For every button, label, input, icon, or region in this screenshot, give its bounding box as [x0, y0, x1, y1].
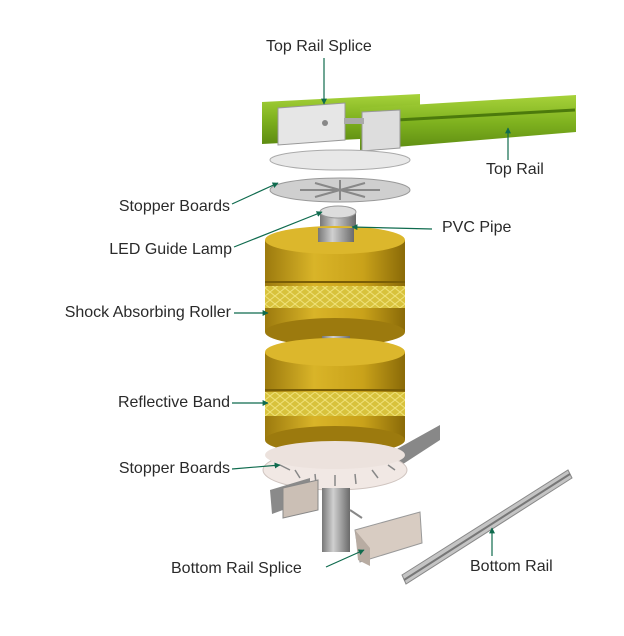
stopper-boards-top	[269, 149, 411, 203]
label-reflective-band: Reflective Band	[117, 394, 230, 411]
label-bottom-rail: Bottom Rail	[470, 558, 553, 575]
reflective-band	[265, 392, 405, 416]
label-top-rail: Top Rail	[486, 161, 544, 178]
callout-arrows	[231, 58, 511, 568]
pvc-pipe-bottom	[322, 488, 350, 552]
label-pvc-pipe: PVC Pipe	[442, 219, 512, 236]
shock-absorbing-roller-top	[265, 226, 405, 346]
top-rail-splice	[277, 102, 401, 152]
label-top-rail-splice: Top Rail Splice	[266, 38, 372, 55]
label-bottom-rail-splice: Bottom Rail Splice	[171, 560, 302, 577]
label-stopper-boards-bottom: Stopper Boards	[118, 460, 230, 477]
bottom-rail-splice	[354, 511, 423, 566]
label-stopper-boards-top: Stopper Boards	[118, 198, 230, 215]
bottom-left-rail	[270, 478, 319, 519]
shock-absorbing-roller-bottom	[265, 338, 405, 454]
stopper-boards-bottom	[262, 441, 408, 491]
label-shock-absorbing-roller: Shock Absorbing Roller	[64, 304, 231, 321]
bottom-rail-back	[395, 425, 440, 466]
bottom-rail	[401, 469, 573, 585]
label-led-guide-lamp: LED Guide Lamp	[109, 241, 232, 258]
